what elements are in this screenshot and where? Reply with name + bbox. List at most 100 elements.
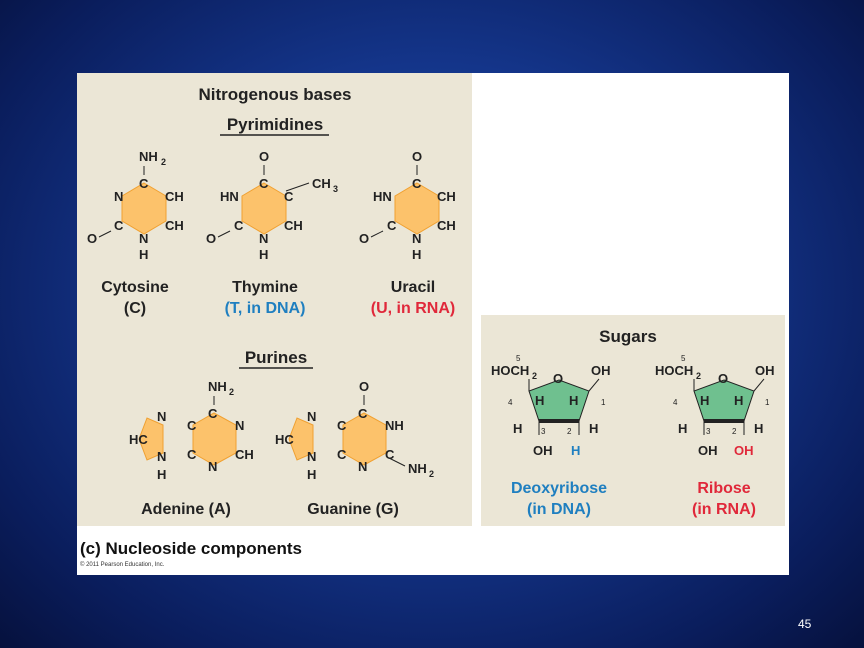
subscript: 3 xyxy=(333,184,338,194)
atom-h: H xyxy=(700,393,709,408)
atom-c: C xyxy=(337,418,347,433)
atom-n: N xyxy=(139,231,148,246)
atom-c: C xyxy=(187,447,197,462)
atom-c: C xyxy=(208,406,218,421)
atom-nh2: NH xyxy=(208,379,227,394)
nucleoside-components-figure: Nitrogenous bases Pyrimidines NH 2 C N C… xyxy=(77,73,789,575)
atom-c: C xyxy=(284,189,294,204)
guanine-label: Guanine (G) xyxy=(307,501,399,518)
atom-h: H xyxy=(259,247,268,262)
atom-c: C xyxy=(358,406,368,421)
atom-oh: OH xyxy=(591,363,611,378)
atom-c: C xyxy=(114,218,124,233)
atom-ch3: CH xyxy=(312,176,331,191)
atom-n: N xyxy=(114,189,123,204)
atom-h: H xyxy=(513,421,522,436)
atom-n: NH xyxy=(139,149,158,164)
bases-svg: Nitrogenous bases Pyrimidines NH 2 C N C… xyxy=(87,85,456,518)
carbon-number: 5 xyxy=(681,354,686,363)
sugars-title: Sugars xyxy=(599,327,657,346)
deoxyribose-structure: 5 HOCH 2 O OH 4 H H 1 H H 3 2 OH H xyxy=(491,354,611,458)
atom-c: C xyxy=(412,176,422,191)
atom-n: N xyxy=(157,409,166,424)
guanine-six-ring xyxy=(342,412,387,466)
uracil-structure: O C HN CH CH C O N H xyxy=(359,149,456,262)
carbon-number: 1 xyxy=(765,398,770,407)
ribose-label: Ribose xyxy=(697,480,750,497)
copyright-notice: © 2011 Pearson Education, Inc. xyxy=(80,562,165,568)
thymine-structure: O C CH 3 HN C CH C O N H xyxy=(206,149,338,262)
carbon-number: 3 xyxy=(541,427,546,436)
atom-o: O xyxy=(259,149,269,164)
deoxyribose-note: (in DNA) xyxy=(527,501,591,518)
bond xyxy=(588,378,600,392)
atom-c: C xyxy=(387,218,397,233)
atom-hn: HN xyxy=(220,189,239,204)
adenine-six-ring xyxy=(192,412,237,466)
carbon-number: 2 xyxy=(567,427,572,436)
thymine-label: Thymine xyxy=(232,279,298,296)
bond xyxy=(285,182,310,192)
subscript: 2 xyxy=(696,371,701,381)
sugars-svg: Sugars 5 HOCH 2 O OH 4 H H 1 H H 3 xyxy=(491,327,775,518)
purines-header: Purines xyxy=(245,348,307,367)
bond xyxy=(388,457,406,467)
atom-h: H xyxy=(754,421,763,436)
atom-hc: HC xyxy=(129,432,148,447)
atom-o: O xyxy=(359,231,369,246)
atom-h: H xyxy=(678,421,687,436)
pyrimidines-header: Pyrimidines xyxy=(227,115,323,134)
guanine-structure: O C N C NH HC N C C N NH 2 H xyxy=(275,379,434,482)
atom-oh-rna: OH xyxy=(734,443,754,458)
atom-ch: CH xyxy=(165,189,184,204)
atom-ch: CH xyxy=(165,218,184,233)
carbon-number: 4 xyxy=(508,398,513,407)
atom-oh: OH xyxy=(698,443,718,458)
atom-n: N xyxy=(208,459,217,474)
atom-c: C xyxy=(337,447,347,462)
adenine-label: Adenine (A) xyxy=(141,501,231,518)
uracil-note: (U, in RNA) xyxy=(371,300,455,317)
thymine-note: (T, in DNA) xyxy=(225,300,306,317)
ribose-structure: 5 HOCH 2 O OH 4 H H 1 H H 3 2 OH OH xyxy=(655,354,775,458)
atom-ch: CH xyxy=(437,218,456,233)
atom-h: H xyxy=(412,247,421,262)
atom-o: O xyxy=(553,371,563,386)
carbon-number: 3 xyxy=(706,427,711,436)
atom-hoch: HOCH xyxy=(491,363,529,378)
atom-o: O xyxy=(718,371,728,386)
atom-h-dna: H xyxy=(571,443,580,458)
thymine-ring xyxy=(241,182,287,235)
cytosine-structure: NH 2 C N CH CH C O N H xyxy=(87,149,184,262)
carbon-number: 1 xyxy=(601,398,606,407)
atom-n: N xyxy=(358,459,367,474)
atom-n: N xyxy=(157,449,166,464)
atom-hn: HN xyxy=(373,189,392,204)
atom-oh: OH xyxy=(755,363,775,378)
carbon-number: 5 xyxy=(516,354,521,363)
atom-c: C xyxy=(139,176,149,191)
atom-c: C xyxy=(234,218,244,233)
atom-nh2: NH xyxy=(408,461,427,476)
nitrogenous-bases-panel: Nitrogenous bases Pyrimidines NH 2 C N C… xyxy=(77,73,472,526)
atom-ch: CH xyxy=(235,447,254,462)
atom-oh: OH xyxy=(533,443,553,458)
subscript: 2 xyxy=(229,387,234,397)
atom-n: N xyxy=(307,449,316,464)
atom-o: O xyxy=(412,149,422,164)
bond xyxy=(217,230,231,238)
atom-h: H xyxy=(535,393,544,408)
atom-o: O xyxy=(87,231,97,246)
cytosine-label: Cytosine xyxy=(101,279,169,296)
sugars-panel: Sugars 5 HOCH 2 O OH 4 H H 1 H H 3 xyxy=(481,315,785,526)
atom-c: C xyxy=(385,447,395,462)
atom-h: H xyxy=(157,467,166,482)
atom-h: H xyxy=(139,247,148,262)
atom-h: H xyxy=(569,393,578,408)
cytosine-ring xyxy=(121,182,167,235)
atom-h: H xyxy=(734,393,743,408)
adenine-structure: NH 2 C N C N HC N C CH N H xyxy=(129,379,254,482)
atom-n: N xyxy=(412,231,421,246)
atom-h: H xyxy=(589,421,598,436)
atom-ch: CH xyxy=(437,189,456,204)
